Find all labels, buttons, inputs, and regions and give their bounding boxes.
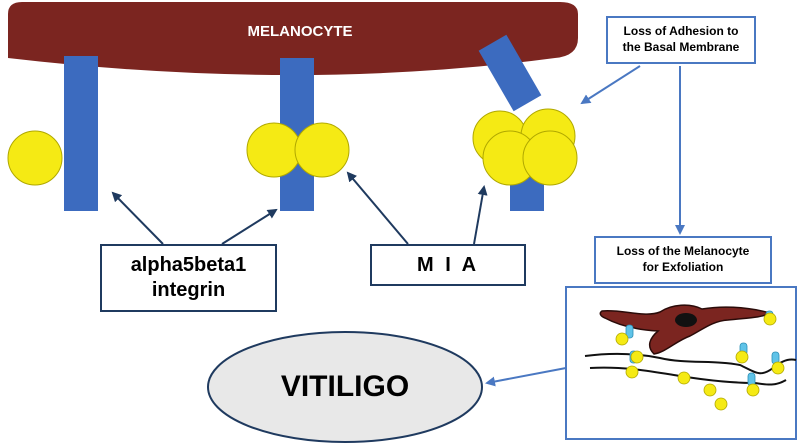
integrin-label-line2: integrin <box>151 279 226 301</box>
melanocyte-cell <box>8 2 578 75</box>
small-ligand-dot <box>763 312 777 326</box>
loss-melanocyte-box: Loss of the Melanocyte for Exfoliation <box>594 236 772 284</box>
small-ligand-dot <box>630 350 644 364</box>
arrow-mia-to-receptor-3 <box>473 185 488 245</box>
arrow-integrin-to-receptor-1 <box>111 191 164 245</box>
loss-adhesion-line1: Loss of Adhesion to <box>623 24 739 39</box>
ligand-circle <box>7 130 63 186</box>
vitiligo-label-text: VITILIGO <box>280 370 410 403</box>
small-ligand-dot <box>771 361 785 375</box>
small-ligand-dot <box>746 383 760 397</box>
arrow-exfoliation-to-vitiligo <box>485 367 567 387</box>
integrin-label-line1: alpha5beta1 <box>130 254 247 276</box>
loss-adhesion-line2: the Basal Membrane <box>622 40 740 54</box>
small-ligand-dot <box>703 383 717 397</box>
small-ligand-dot <box>735 350 749 364</box>
ligand-circle <box>246 122 302 178</box>
integrin-receptor-1 <box>64 56 98 211</box>
mia-label-text: M I A <box>416 253 480 276</box>
integrin-label-box: alpha5beta1 integrin <box>100 244 277 312</box>
vitiligo-label: VITILIGO <box>225 362 465 412</box>
arrow-integrin-to-receptor-2 <box>221 208 278 245</box>
melanocyte-nucleus <box>675 313 697 327</box>
small-ligand-dot <box>714 397 728 411</box>
small-ligand-dot <box>625 365 639 379</box>
small-ligand-dot <box>615 332 629 346</box>
vitiligo-ellipse <box>207 331 483 443</box>
melanocyte-label: MELANOCYTE <box>220 18 380 44</box>
mia-label-box: M I A <box>370 244 526 286</box>
mia-circle <box>522 130 578 186</box>
melanocyte-label-text: MELANOCYTE <box>247 22 353 40</box>
droplet-marker <box>625 324 634 339</box>
arrow-adhesion-to-receptor <box>580 65 641 105</box>
loss-adhesion-box: Loss of Adhesion to the Basal Membrane <box>606 16 756 64</box>
small-ligand-dot <box>677 371 691 385</box>
loss-melanocyte-line1: Loss of the Melanocyte <box>616 244 750 259</box>
arrow-mia-to-receptor-2 <box>346 171 409 245</box>
detached-receptor-top <box>478 34 542 112</box>
mia-circle <box>294 122 350 178</box>
loss-melanocyte-line2: for Exfoliation <box>642 260 724 274</box>
